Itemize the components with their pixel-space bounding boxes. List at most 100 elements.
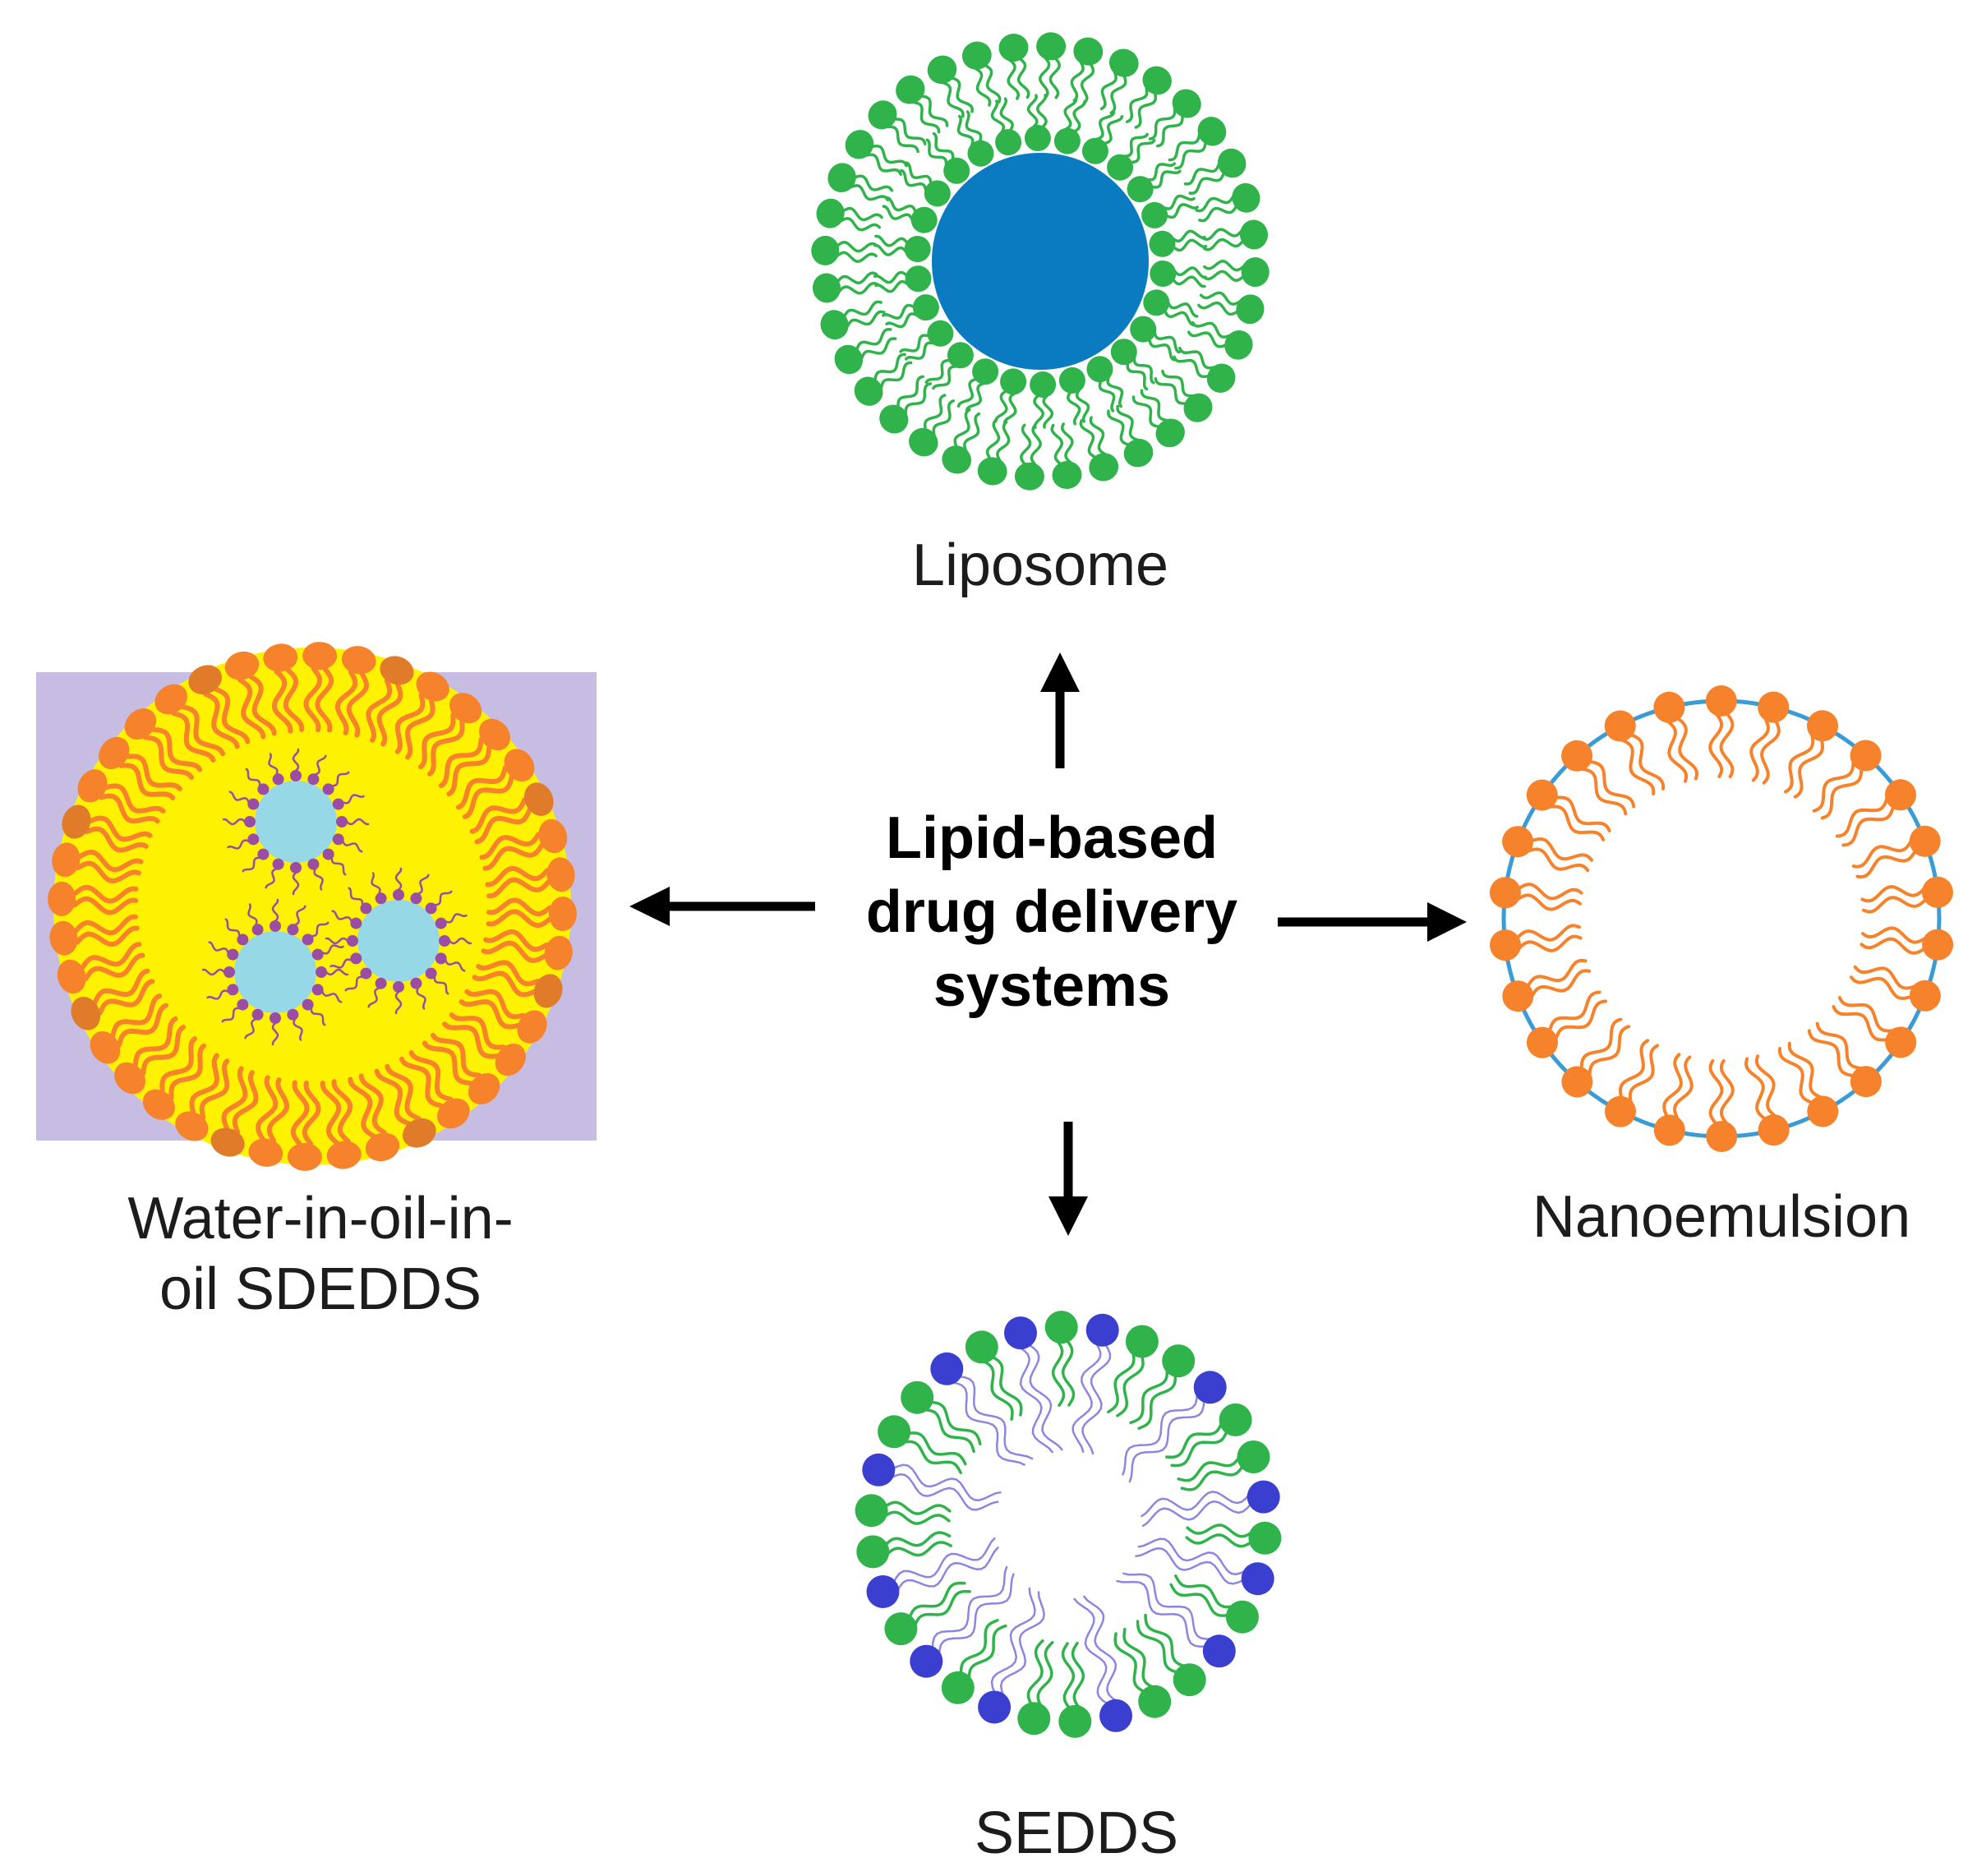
lipid-head [1000,368,1027,395]
title-line-1: Lipid-based [885,805,1218,871]
lipid-head [533,974,563,1008]
lipid-tail [72,884,139,904]
lipid-tail [1042,393,1054,429]
lipid-tail [151,726,203,772]
lipid-tail [1760,719,1781,785]
lipid-tail [1202,270,1245,282]
lipid-tail [1172,266,1207,279]
lipid-tail [132,1016,178,1067]
lipid-tail [1083,1595,1119,1703]
lipid-tail [1036,1641,1054,1708]
surfactant-tail [227,839,250,850]
lipid-tail [80,942,142,970]
lipid-tail [1150,169,1182,189]
lipid-tail [1850,975,1914,1001]
lipid-tail [1673,1055,1694,1122]
lipid-tail [1835,795,1889,838]
lipid-tail [181,704,225,757]
lipid-head [90,1030,121,1064]
lipid-tail [836,241,878,253]
surfactant-head [332,798,344,810]
surfactant-head [290,862,302,873]
lipid-tail [75,925,140,947]
lipid-tail [837,281,879,295]
lipid-tail [1148,107,1177,141]
lipid-tail [1588,759,1636,809]
lipid-tail [1144,162,1177,182]
lipid-head [1030,371,1057,398]
lipid-tail [469,797,528,834]
lipid-tail [1628,1044,1659,1105]
lipid-tail [462,775,514,819]
surfactant-tail [330,771,350,787]
lipid-tail [913,1589,971,1628]
surfactant-head [322,783,334,795]
lipid-tail [923,394,947,431]
lipid-tail [1777,1047,1814,1105]
lipid-head [114,1062,145,1095]
lipid-tail [320,1081,342,1145]
lipid-tail [1191,320,1232,339]
surfactant-head [251,1008,264,1021]
lipid-tail [1515,893,1582,911]
surfactant-head [290,770,302,781]
lipid-tail [1072,99,1087,134]
lipid-tail [481,940,547,964]
surfactant-head [316,966,327,978]
lipid-tail [1153,330,1181,354]
lipid-head [972,358,999,385]
lipid-head [1224,330,1253,360]
lipid-tail [886,125,919,154]
lipid-tail [1136,1620,1179,1674]
w-o-o-oil-core [53,648,571,1165]
lipid-tail [1862,896,1928,914]
lipid-head [995,129,1022,156]
w-o-o-inner-droplets [201,748,472,1046]
lipid-tail [1579,767,1628,816]
lipid-tail [159,1036,197,1094]
lipid-tail [1163,309,1196,327]
surfactant-tail [325,968,349,976]
lipid-head [909,427,938,457]
lipid-tail [1113,1632,1146,1694]
lipid-head [896,75,925,104]
lipid-head [175,1111,209,1141]
lipid-tail [1579,1017,1623,1071]
surfactant-head [439,935,450,947]
surfactant-head [350,952,362,965]
surfactant-head [347,935,358,947]
lipid-tail [905,161,933,186]
lipid-tail [1178,346,1216,370]
surfactant-tail [448,937,472,945]
lipid-tail [1169,1583,1230,1617]
sedds-illustration [855,1311,1282,1738]
lipid-head [1758,1114,1790,1146]
lipid-head [816,198,845,228]
lipid-tail [1129,1367,1169,1425]
arrow-down [1048,1122,1088,1236]
lipid-head [1162,1344,1196,1378]
surfactant-head [272,773,284,786]
lipid-tail [1855,849,1917,879]
lipid-tail [835,251,878,263]
lipid-tail [1168,132,1201,162]
lipid-tail [1122,1627,1155,1689]
lipid-head [998,33,1029,62]
lipid-tail [232,1070,259,1135]
lipid-tail [1071,1341,1102,1454]
lipid-tail [1188,171,1225,195]
lipid-head [224,651,260,680]
lipid-head [910,206,938,233]
lipid-tail [855,328,892,352]
surfactant-head [322,848,334,860]
lipid-tail [482,842,545,871]
lipid-tail [899,334,931,353]
surfactant-tail [433,975,449,995]
lipid-tail [394,693,426,754]
water-droplet [255,781,337,863]
surfactant-tail [394,867,403,892]
lipid-tail [1050,423,1064,466]
lipid-head [1155,418,1185,448]
lipid-tail [189,1053,219,1115]
lipid-head [142,1089,175,1120]
